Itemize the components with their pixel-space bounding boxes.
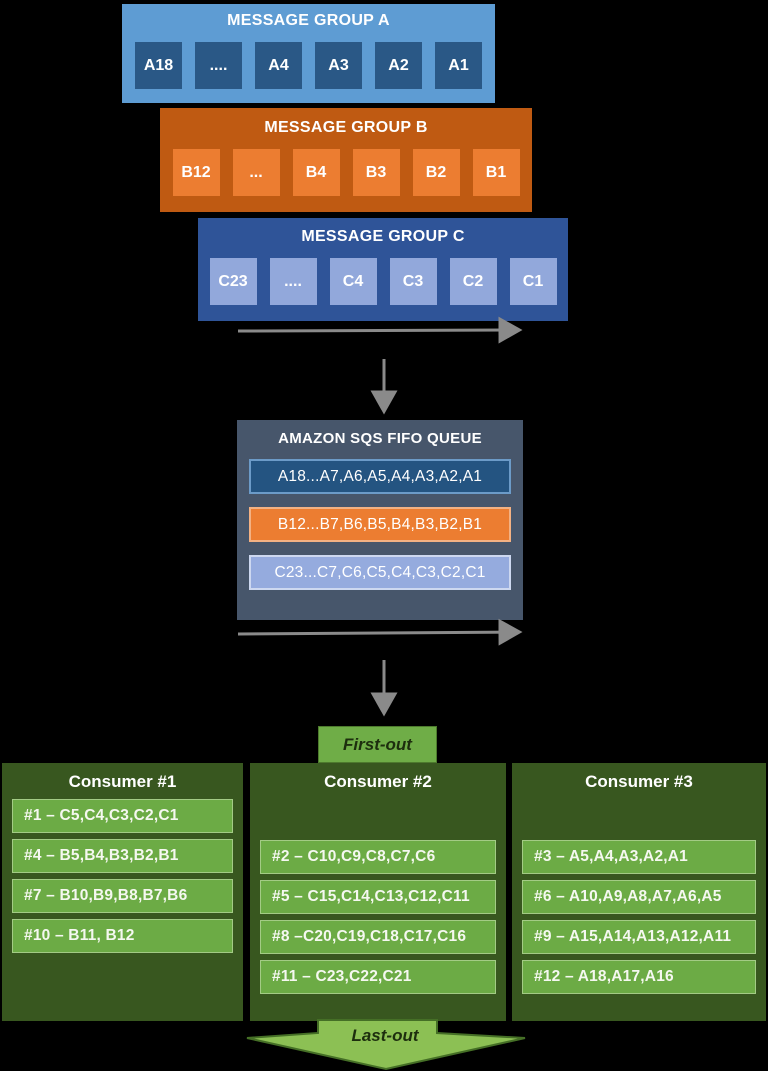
message-cell: C23 — [209, 258, 257, 305]
message-cell: A4 — [255, 42, 302, 89]
consumer-row: #6 – A10,A9,A8,A7,A6,A5 — [522, 880, 756, 914]
first-out-label: First-out — [318, 726, 437, 763]
consumer-row: #2 – C10,C9,C8,C7,C6 — [260, 840, 496, 874]
message-cell: C4 — [329, 258, 377, 305]
message-cell: B4 — [292, 149, 340, 196]
message-cell: B1 — [472, 149, 520, 196]
message-cell: .... — [195, 42, 242, 89]
ordering-arrow-top — [237, 316, 523, 344]
ordering-arrow-bottom — [237, 618, 523, 646]
consumer-3-rows: #3 – A5,A4,A3,A2,A1 #6 – A10,A9,A8,A7,A6… — [522, 840, 756, 994]
message-cell: B2 — [412, 149, 460, 196]
consumer-row: #3 – A5,A4,A3,A2,A1 — [522, 840, 756, 874]
message-cell: A1 — [435, 42, 482, 89]
consumer-3-title: Consumer #3 — [585, 772, 693, 791]
message-cell: .... — [269, 258, 317, 305]
consumer-1-rows: #1 – C5,C4,C3,C2,C1 #4 – B5,B4,B3,B2,B1 … — [12, 799, 233, 953]
message-cell: B3 — [352, 149, 400, 196]
consumer-1-box: Consumer #1 #1 – C5,C4,C3,C2,C1 #4 – B5,… — [2, 763, 243, 1021]
consumer-row: #11 – C23,C22,C21 — [260, 960, 496, 994]
consumer-2-box: Consumer #2 #2 – C10,C9,C8,C7,C6 #5 – C1… — [250, 763, 506, 1021]
queue-title: AMAZON SQS FIFO QUEUE — [278, 430, 482, 447]
message-cell: C2 — [449, 258, 497, 305]
message-group-b-cells: B12 ... B4 B3 B2 B1 — [160, 149, 532, 196]
consumer-2-rows: #2 – C10,C9,C8,C7,C6 #5 – C15,C14,C13,C1… — [260, 840, 496, 994]
message-cell: ... — [232, 149, 280, 196]
consumer-row: #5 – C15,C14,C13,C12,C11 — [260, 880, 496, 914]
queue-row-group-c: C23...C7,C6,C5,C4,C3,C2,C1 — [249, 555, 511, 590]
consumer-row: #8 –C20,C19,C18,C17,C16 — [260, 920, 496, 954]
message-cell: A18 — [135, 42, 182, 89]
message-group-c: MESSAGE GROUP C C23 .... C4 C3 C2 C1 — [198, 218, 568, 321]
consumer-row: #1 – C5,C4,C3,C2,C1 — [12, 799, 233, 833]
consumer-3-box: Consumer #3 #3 – A5,A4,A3,A2,A1 #6 – A10… — [512, 763, 766, 1021]
message-cell: A3 — [315, 42, 362, 89]
consumer-row: #4 – B5,B4,B3,B2,B1 — [12, 839, 233, 873]
consumer-2-title: Consumer #2 — [324, 772, 432, 791]
consumer-1-title: Consumer #1 — [68, 772, 177, 791]
message-group-c-cells: C23 .... C4 C3 C2 C1 — [198, 258, 568, 305]
message-cell: C1 — [509, 258, 557, 305]
consumer-row: #10 – B11, B12 — [12, 919, 233, 953]
sqs-fifo-queue-box: AMAZON SQS FIFO QUEUE A18...A7,A6,A5,A4,… — [237, 420, 523, 620]
consumer-row: #9 – A15,A14,A13,A12,A11 — [522, 920, 756, 954]
message-cell: B12 — [172, 149, 220, 196]
message-cell: A2 — [375, 42, 422, 89]
message-group-a: MESSAGE GROUP A A18 .... A4 A3 A2 A1 — [122, 4, 495, 103]
message-group-a-cells: A18 .... A4 A3 A2 A1 — [122, 42, 495, 89]
consumer-row: #7 – B10,B9,B8,B7,B6 — [12, 879, 233, 913]
queue-rows: A18...A7,A6,A5,A4,A3,A2,A1 B12...B7,B6,B… — [249, 459, 511, 590]
consumer-row: #12 – A18,A17,A16 — [522, 960, 756, 994]
message-group-b: MESSAGE GROUP B B12 ... B4 B3 B2 B1 — [160, 108, 532, 212]
queue-row-group-b: B12...B7,B6,B5,B4,B3,B2,B1 — [249, 507, 511, 542]
message-group-c-title: MESSAGE GROUP C — [301, 228, 465, 245]
queue-row-group-a: A18...A7,A6,A5,A4,A3,A2,A1 — [249, 459, 511, 494]
message-cell: C3 — [389, 258, 437, 305]
message-group-b-title: MESSAGE GROUP B — [264, 119, 428, 136]
last-out-label: Last-out — [351, 1026, 419, 1045]
message-group-a-title: MESSAGE GROUP A — [227, 12, 390, 29]
